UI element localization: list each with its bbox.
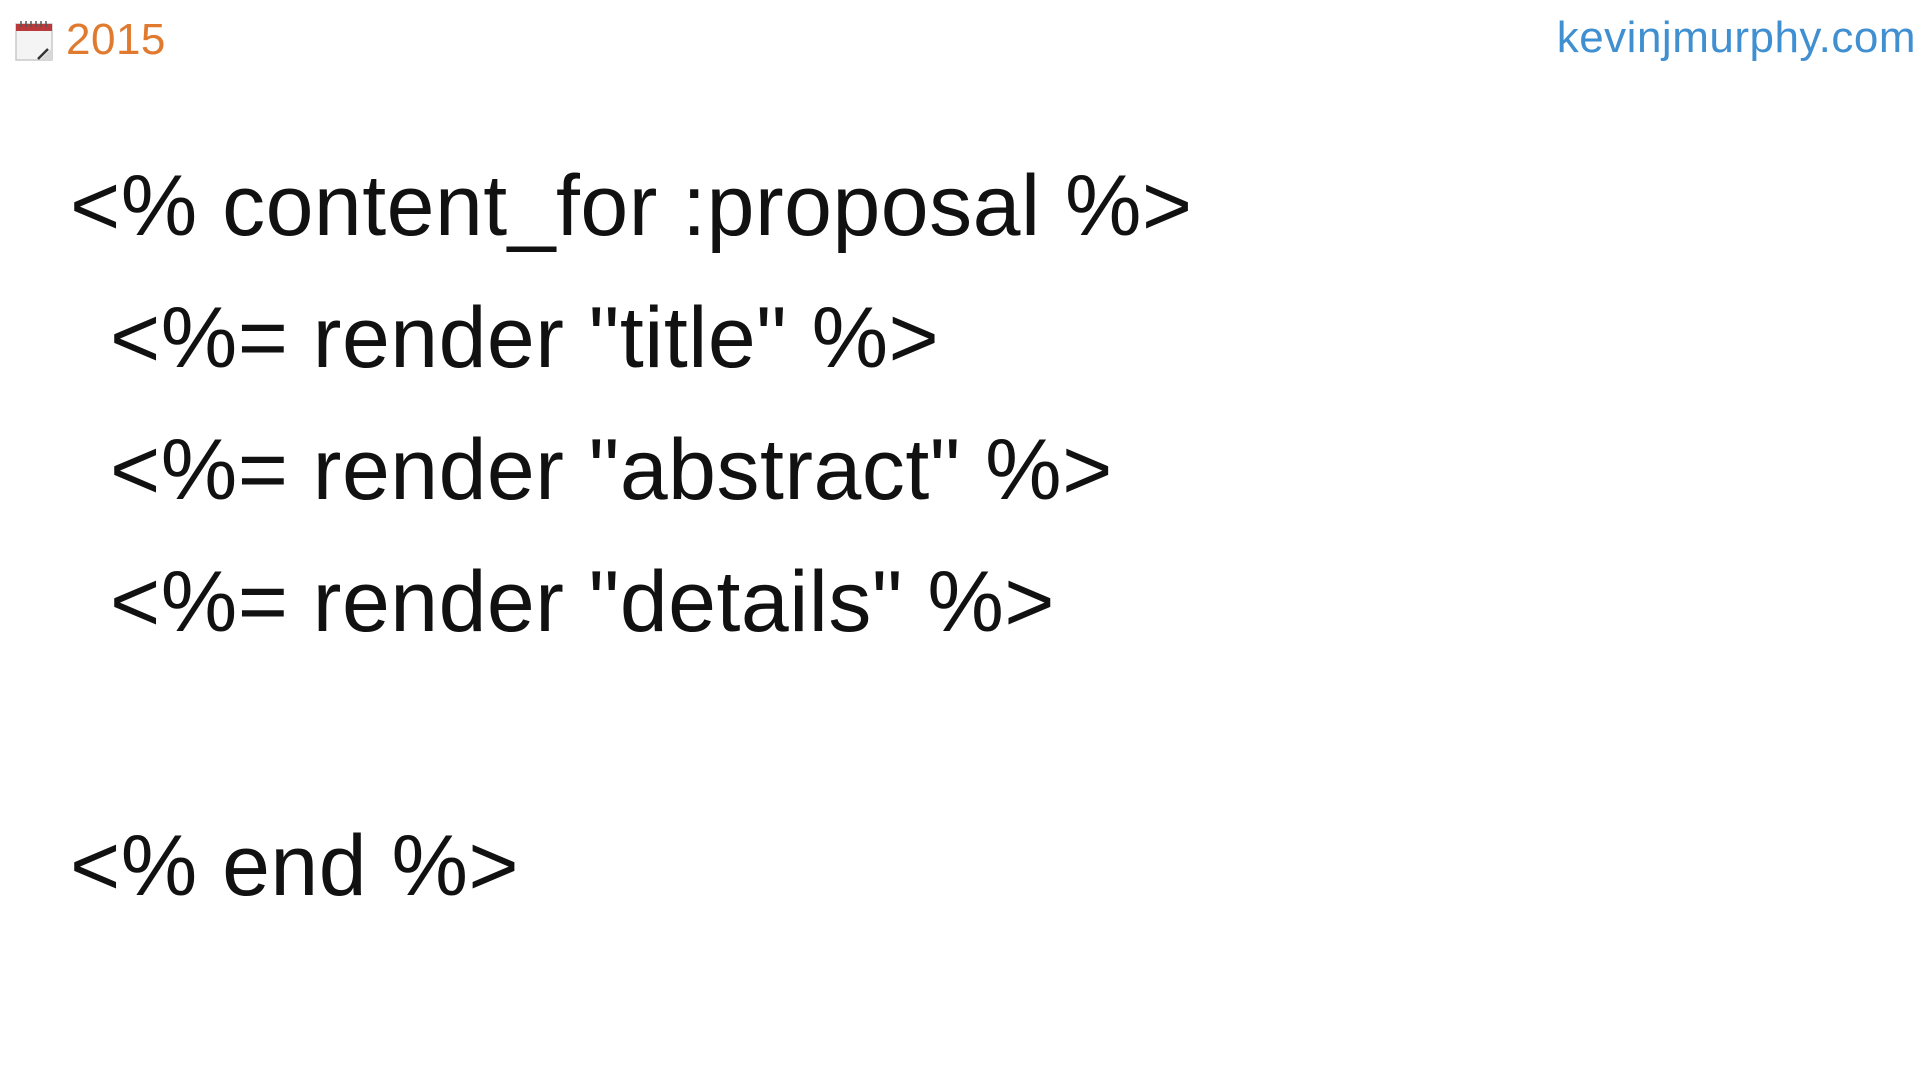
code-line-render-details: <%= render "details" %> <box>110 554 1056 650</box>
site-link[interactable]: kevinjmurphy.com <box>1556 13 1916 62</box>
code-line-render-title: <%= render "title" %> <box>110 290 940 386</box>
code-block: <% content_for :proposal %> <%= render "… <box>70 140 1850 932</box>
code-line-render-abstract: <%= render "abstract" %> <box>110 422 1113 518</box>
year-group: 2015 <box>14 16 166 64</box>
calendar-icon <box>15 21 53 61</box>
code-blank-line <box>70 668 1850 800</box>
slide-header: 2015 kevinjmurphy.com <box>0 0 1920 80</box>
year-label: 2015 <box>66 15 166 64</box>
code-line-end: <% end %> <box>70 818 520 914</box>
code-line-content-for: <% content_for :proposal %> <box>70 158 1193 254</box>
